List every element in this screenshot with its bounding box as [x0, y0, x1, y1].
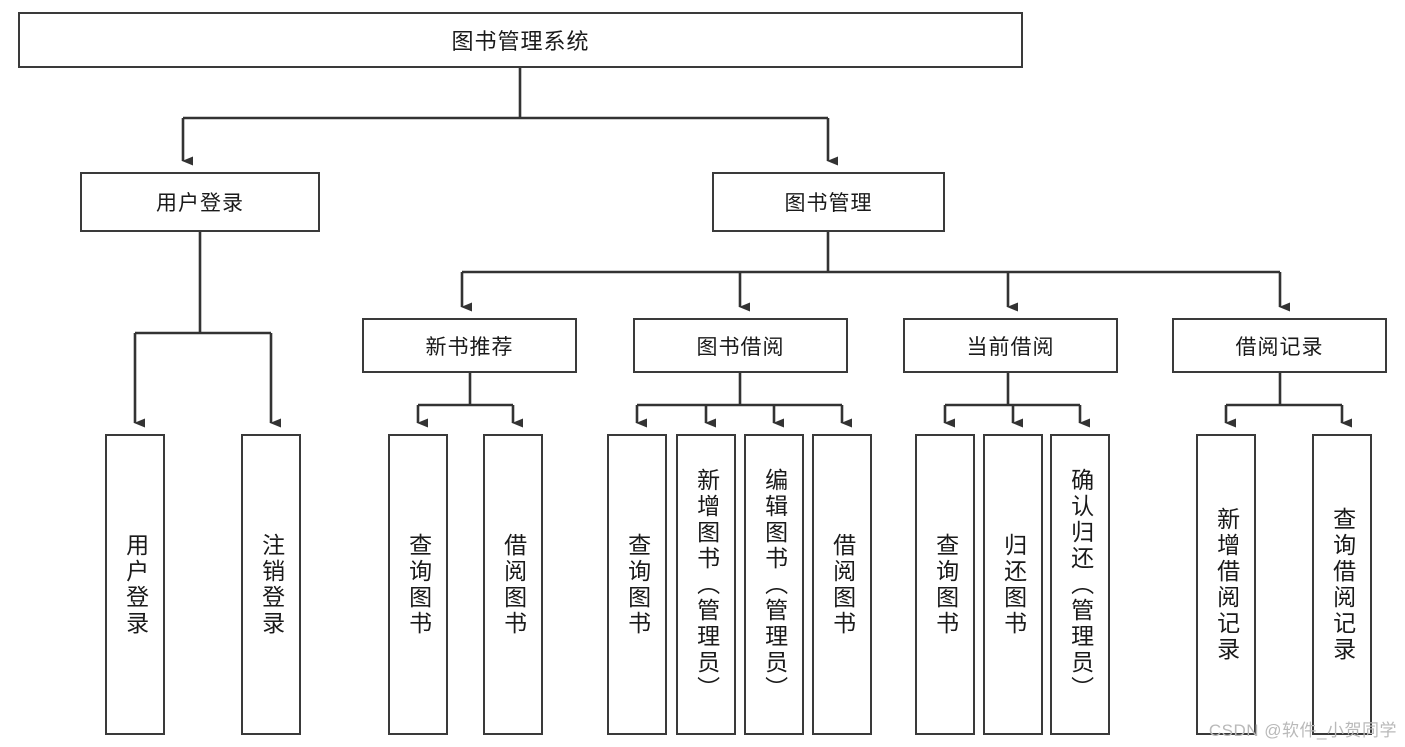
csdn-watermark: CSDN @软件_小贺同学 [1208, 721, 1397, 740]
node-leaf-confirm-return[interactable]: 确认归还（管理员） [1050, 434, 1110, 735]
node-leaf-borrow-book-2-label: 借阅图书 [829, 532, 856, 637]
node-book-manage-label: 图书管理 [784, 192, 873, 215]
node-user-login-label: 用户登录 [156, 192, 244, 215]
node-leaf-add-book-label: 新增图书（管理员） [693, 467, 720, 702]
node-leaf-add-book[interactable]: 新增图书（管理员） [676, 434, 736, 735]
node-leaf-query-book-1[interactable]: 查询图书 [388, 434, 448, 735]
node-current-borrow[interactable]: 当前借阅 [903, 318, 1118, 373]
node-leaf-borrow-book-1-label: 借阅图书 [500, 532, 527, 637]
node-leaf-query-book-2-label: 查询图书 [624, 532, 651, 637]
node-book-borrow[interactable]: 图书借阅 [633, 318, 848, 373]
node-leaf-query-book-1-label: 查询图书 [405, 532, 432, 637]
node-leaf-return-book-label: 归还图书 [1000, 532, 1027, 637]
node-leaf-add-record-label: 新增借阅记录 [1213, 506, 1240, 663]
node-leaf-edit-book-label: 编辑图书（管理员） [761, 467, 788, 702]
node-new-book-recommend-label: 新书推荐 [425, 335, 514, 359]
node-leaf-query-record-label: 查询借阅记录 [1329, 506, 1356, 663]
node-current-borrow-label: 当前借阅 [966, 335, 1055, 359]
node-borrow-record[interactable]: 借阅记录 [1172, 318, 1387, 373]
node-leaf-borrow-book-2[interactable]: 借阅图书 [812, 434, 872, 735]
node-leaf-query-book-3-label: 查询图书 [932, 532, 959, 637]
node-leaf-query-book-2[interactable]: 查询图书 [607, 434, 667, 735]
node-book-manage[interactable]: 图书管理 [712, 172, 945, 232]
node-leaf-confirm-return-label: 确认归还（管理员） [1067, 467, 1094, 702]
node-borrow-record-label: 借阅记录 [1235, 335, 1324, 359]
node-root[interactable]: 图书管理系统 [18, 12, 1023, 68]
node-new-book-recommend[interactable]: 新书推荐 [362, 318, 577, 373]
node-leaf-query-book-3[interactable]: 查询图书 [915, 434, 975, 735]
node-leaf-borrow-book-1[interactable]: 借阅图书 [483, 434, 543, 735]
node-book-borrow-label: 图书借阅 [696, 335, 785, 359]
node-leaf-logout-label: 注销登录 [258, 532, 285, 637]
node-leaf-user-login[interactable]: 用户登录 [105, 434, 165, 735]
node-leaf-user-login-label: 用户登录 [122, 532, 149, 637]
node-leaf-return-book[interactable]: 归还图书 [983, 434, 1043, 735]
node-leaf-query-record[interactable]: 查询借阅记录 [1312, 434, 1372, 735]
node-user-login[interactable]: 用户登录 [80, 172, 320, 232]
node-leaf-add-record[interactable]: 新增借阅记录 [1196, 434, 1256, 735]
node-leaf-logout[interactable]: 注销登录 [241, 434, 301, 735]
node-root-label: 图书管理系统 [451, 29, 590, 54]
node-leaf-edit-book[interactable]: 编辑图书（管理员） [744, 434, 804, 735]
